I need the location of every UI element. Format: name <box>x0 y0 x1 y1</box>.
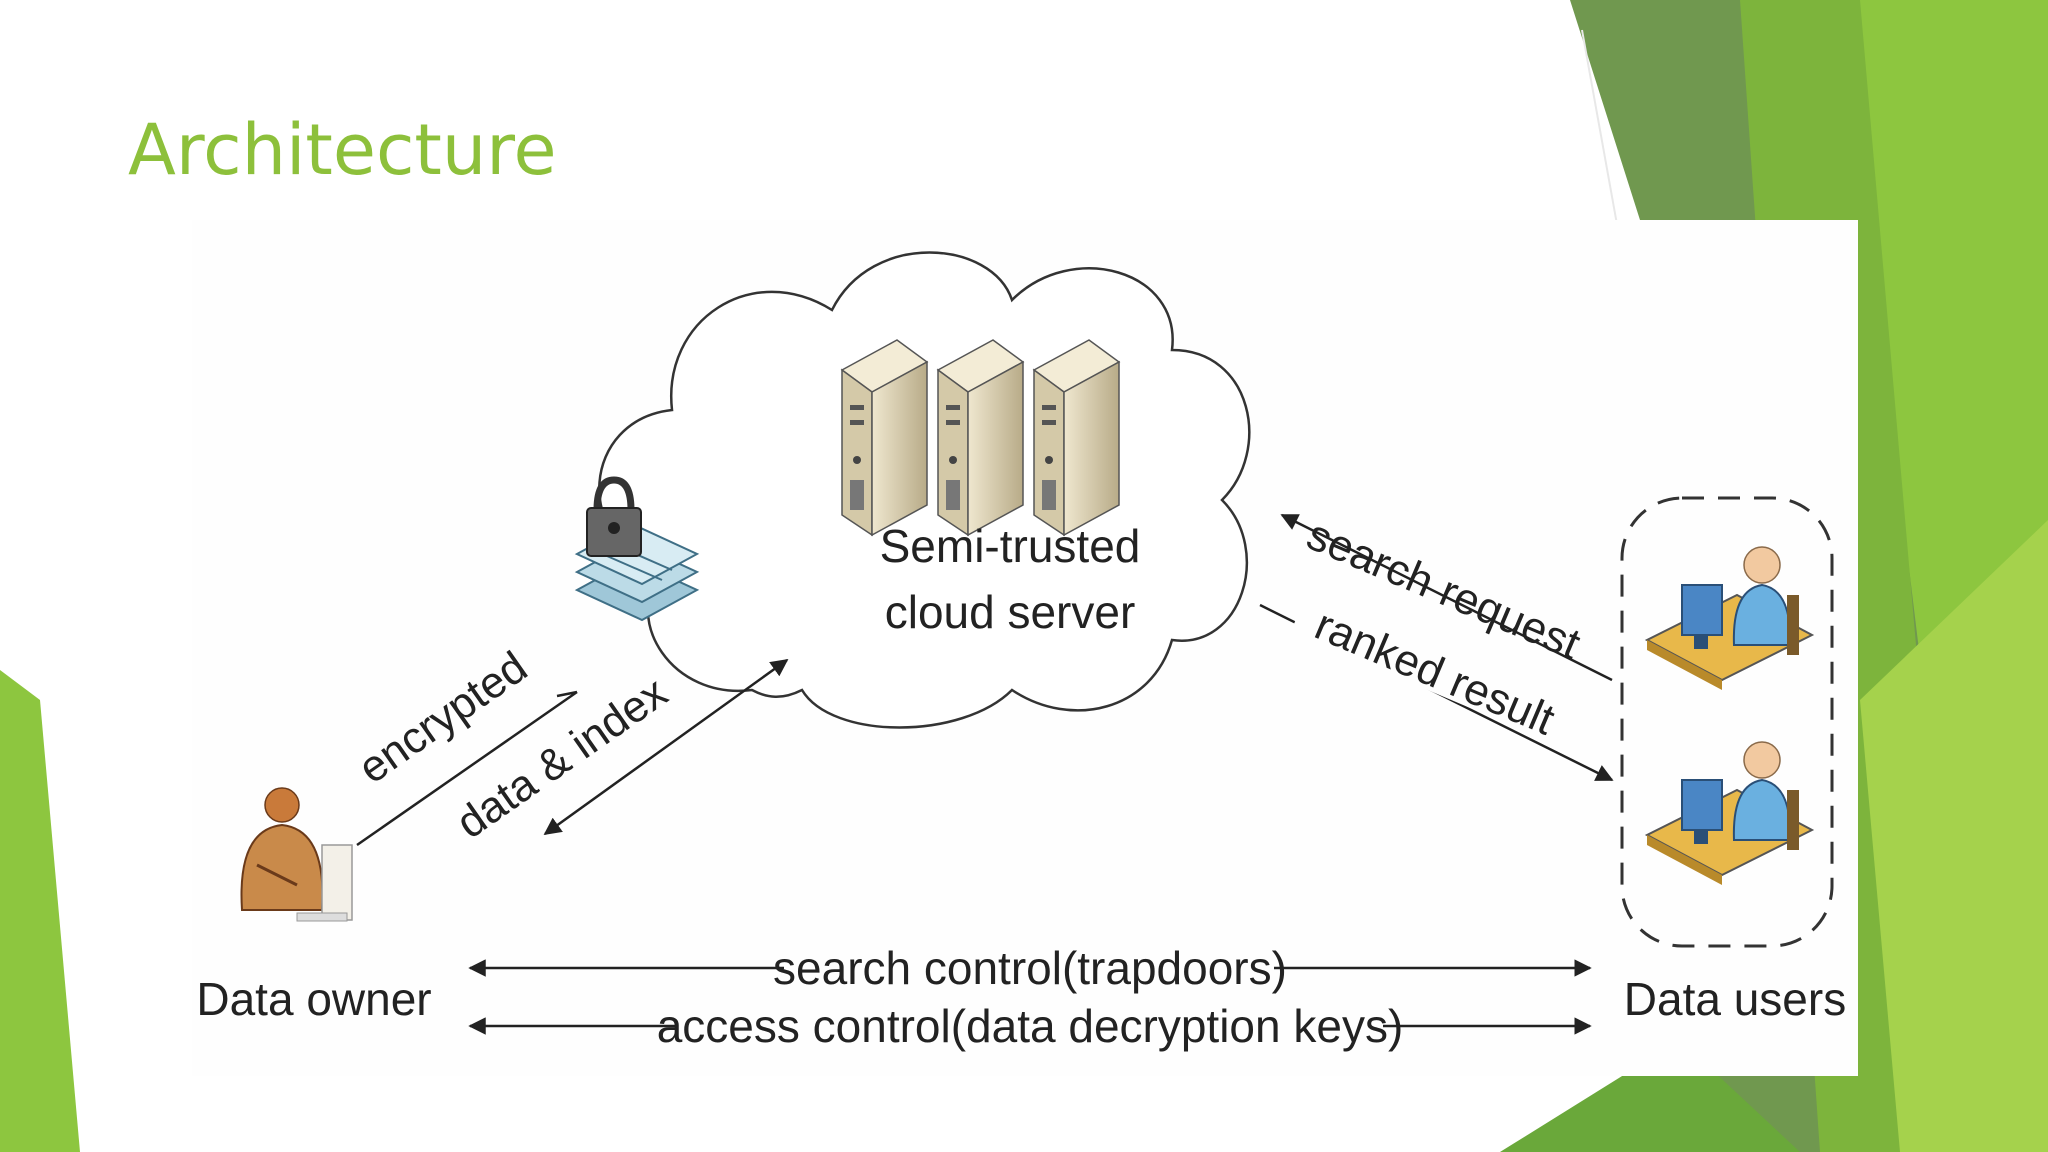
deco-shape-left <box>0 670 80 1152</box>
user-at-desk-icon <box>1644 546 1815 690</box>
architecture-diagram: Semi-trusted cloud server encrypted data… <box>196 251 1846 1052</box>
search-control-label: search control(trapdoors) <box>773 942 1287 994</box>
search-request-arrow <box>1280 513 1613 682</box>
padlock-documents-icon <box>574 476 700 622</box>
architecture-figure: Semi-trusted cloud server encrypted data… <box>192 220 1858 1076</box>
deco-shape-light <box>1860 520 2048 1152</box>
cloud-server-label-line1: Semi-trusted <box>880 520 1141 572</box>
user-at-desk-icon <box>1644 741 1815 885</box>
deco-shape-bottom <box>1500 1040 1800 1152</box>
access-control-label: access control(data decryption keys) <box>657 1000 1404 1052</box>
upload-arrow-line <box>356 690 578 847</box>
owner-cloud-arrow <box>543 658 789 836</box>
person-at-computer-icon <box>240 787 353 922</box>
cloud-server-label-line2: cloud server <box>885 586 1136 638</box>
slide-title: Architecture <box>128 109 557 191</box>
data-owner-label: Data owner <box>196 973 431 1025</box>
server-rack-icon <box>840 339 1121 537</box>
data-users-group <box>1620 496 1834 948</box>
data-users-label: Data users <box>1624 973 1846 1025</box>
